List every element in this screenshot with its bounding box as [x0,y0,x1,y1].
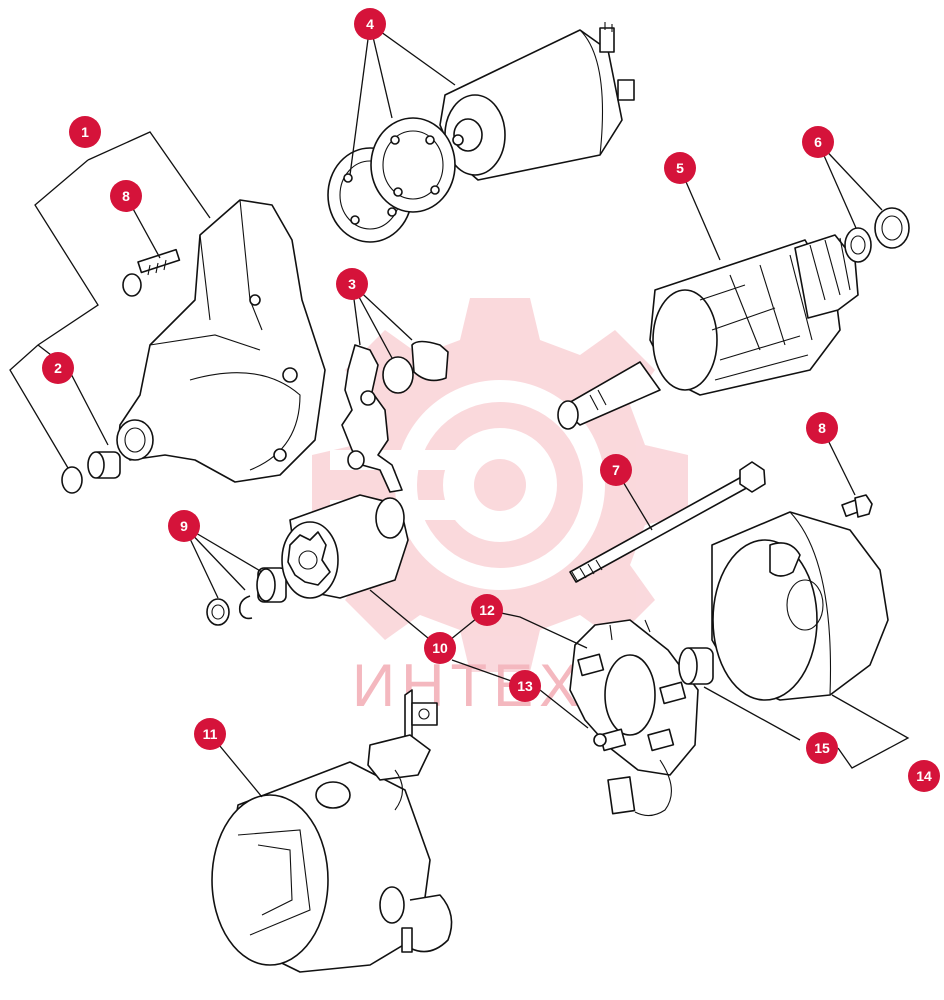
callout-15: 15 [806,732,838,764]
callout-9: 9 [168,510,200,542]
callout-13: 13 [509,670,541,702]
callout-5: 5 [664,152,696,184]
svg-text:6: 6 [814,134,822,150]
armature [557,234,859,430]
svg-text:13: 13 [517,678,533,694]
svg-text:2: 2 [54,360,62,376]
screw-right [841,494,873,518]
svg-text:14: 14 [916,768,932,784]
thrust-washers [844,207,910,263]
callout-4: 4 [354,8,386,40]
callout-8-left: 8 [110,180,142,212]
shift-lever [341,340,449,493]
callout-7: 7 [600,454,632,486]
end-frame-bushing [678,647,714,685]
svg-text:15: 15 [814,740,830,756]
svg-text:9: 9 [180,518,188,534]
bolt-left [122,248,181,297]
callout-10: 10 [424,632,456,664]
svg-text:11: 11 [203,726,218,742]
commutator-end-frame [711,511,889,701]
brush-holder-assembly [569,619,699,817]
solenoid-switch [439,22,635,181]
svg-text:3: 3 [348,276,356,292]
through-bolt [569,461,766,583]
callout-6: 6 [802,126,834,158]
drive-end-housing [116,199,326,483]
callout-14: 14 [908,760,940,792]
solenoid-gaskets [327,117,456,243]
svg-text:10: 10 [432,640,448,656]
svg-text:8: 8 [122,188,130,204]
callout-2: 2 [42,352,74,384]
svg-text:7: 7 [612,462,620,478]
watermark-text: ИНТЕХ [352,652,585,719]
svg-text:8: 8 [818,420,826,436]
callout-12: 12 [471,594,503,626]
overrunning-clutch [281,494,409,599]
yoke-field-frame [211,689,453,973]
pinion-stop-rings [206,567,287,626]
callout-8-right: 8 [806,412,838,444]
svg-text:4: 4 [366,16,374,32]
callout-11: 11 [194,718,226,750]
callout-3: 3 [336,268,368,300]
svg-text:5: 5 [676,160,684,176]
callout-1: 1 [69,116,101,148]
svg-text:1: 1 [81,124,89,140]
svg-text:12: 12 [479,602,495,618]
bushing-washer [61,451,121,494]
